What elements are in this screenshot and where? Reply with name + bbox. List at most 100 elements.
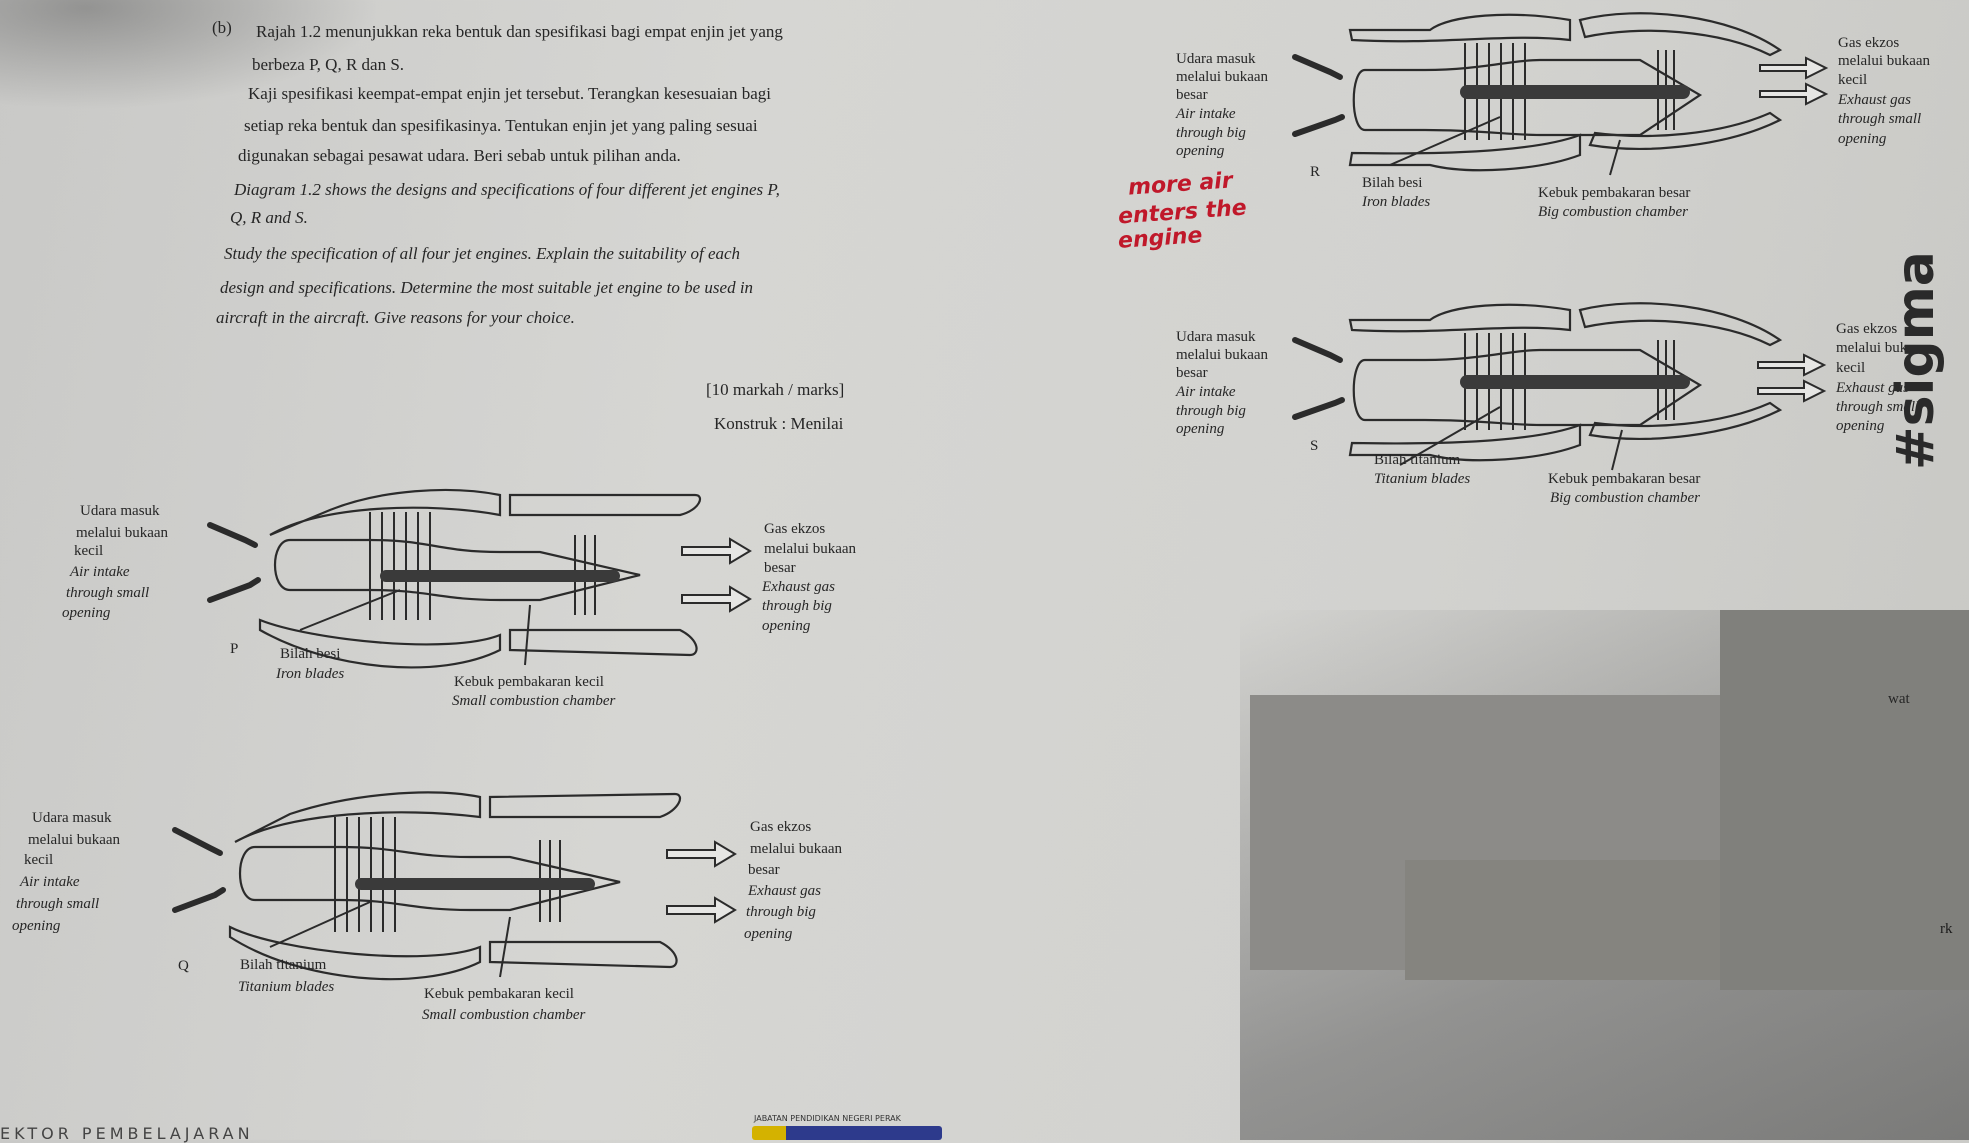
engine-s-intake-6: opening (1176, 421, 1225, 437)
engine-r-exhaust-2: melalui bukaan (1838, 53, 1931, 69)
engine-p-exhaust-5: through big (762, 598, 832, 614)
engine-p-blades-1: Bilah besi (280, 646, 341, 662)
engine-q-exhaust-4: Exhaust gas (748, 883, 821, 899)
covered-area-2 (1405, 860, 1765, 980)
engine-p-letter: P (230, 641, 239, 657)
engine-s-exhaust-4: Exhaust gas (1836, 380, 1909, 396)
engine-q-intake-1: Udara masuk (32, 810, 112, 826)
engine-s-exhaust-1: Gas ekzos (1836, 321, 1898, 337)
engine-q-exhaust-6: opening (744, 926, 793, 942)
engine-q-exhaust-1: Gas ekzos (750, 819, 812, 835)
engine-r-intake-3: besar (1176, 87, 1208, 103)
question-english-line-5: aircraft in the aircraft. Give reasons f… (216, 308, 575, 327)
engine-r-blades-1: Bilah besi (1362, 175, 1423, 191)
engine-p-intake-5: through small (66, 585, 150, 601)
engine-r-intake-1: Udara masuk (1176, 51, 1256, 67)
engine-r-exhaust-6: opening (1838, 131, 1887, 147)
engine-q-chamber-1: Kebuk pembakaran kecil (424, 986, 574, 1002)
engine-r-blades-2: Iron blades (1362, 194, 1431, 210)
engine-q-blades-1: Bilah titanium (240, 957, 327, 973)
engine-q-exhaust-3: besar (748, 862, 780, 878)
engine-q-intake-2: melalui bukaan (28, 832, 121, 848)
question-part-label: (b) (212, 18, 232, 37)
engine-r-exhaust-5: through small (1838, 111, 1922, 127)
question-malay-line-1: Rajah 1.2 menunjukkan reka bentuk dan sp… (256, 22, 783, 41)
engine-s-chamber-1: Kebuk pembakaran besar (1548, 471, 1701, 487)
engine-s-blades-1: Bilah titanium (1374, 452, 1461, 468)
engine-p-exhaust-arrows (681, 537, 752, 613)
engine-r-chamber-2: Big combustion chamber (1538, 204, 1688, 220)
engine-s-exhaust-arrows (1757, 353, 1827, 403)
engine-q-exhaust-arrows (666, 840, 737, 924)
engine-s-exhaust-2: melalui bukaan (1836, 340, 1929, 356)
engine-p-chamber-1: Kebuk pembakaran kecil (454, 674, 604, 690)
engine-r-intake-5: through big (1176, 125, 1246, 141)
question-english-line-3: Study the specification of all four jet … (224, 244, 741, 263)
engine-p-exhaust-3: besar (764, 560, 796, 576)
engine-r-chamber-1: Kebuk pembakaran besar (1538, 185, 1691, 201)
engine-q-chamber-2: Small combustion chamber (422, 1007, 586, 1023)
engine-s-intake-4: Air intake (1176, 384, 1236, 400)
engine-r-intake-4: Air intake (1176, 106, 1236, 122)
engine-s-intake-2: melalui bukaan (1176, 347, 1269, 363)
engine-p-exhaust-4: Exhaust gas (762, 579, 835, 595)
engine-p-exhaust-1: Gas ekzos (764, 521, 826, 537)
engine-q-blades-2: Titanium blades (238, 979, 335, 995)
engine-q-intake-6: opening (12, 918, 61, 934)
question-malay-line-3: Kaji spesifikasi keempat-empat enjin jet… (248, 84, 771, 103)
engine-q-intake-5: through small (16, 896, 100, 912)
question-malay-line-4: setiap reka bentuk dan spesifikasinya. T… (244, 116, 758, 135)
engine-r-letter: R (1310, 164, 1321, 180)
engine-q-exhaust-5: through big (746, 904, 816, 920)
engine-s-chamber-2: Big combustion chamber (1550, 490, 1700, 506)
engine-p-intake-2: melalui bukaan (76, 525, 169, 541)
footer-left-text: EKTOR PEMBELAJARAN (0, 1124, 254, 1143)
question-malay-line-2: berbeza P, Q, R dan S. (252, 55, 405, 74)
engine-s-exhaust-6: opening (1836, 418, 1885, 434)
engine-r-drawing (1348, 12, 1783, 176)
question-english-line-4: design and specifications. Determine the… (220, 278, 754, 297)
engine-p-blades-2: Iron blades (276, 666, 345, 682)
right-edge-fragment-bottom: rk (1940, 921, 1953, 937)
engine-r-intake-6: opening (1176, 143, 1225, 159)
engine-s-exhaust-5: through small (1836, 399, 1920, 415)
engine-p-intake-6: opening (62, 605, 111, 621)
question-english-line-2: Q, R and S. (230, 208, 308, 227)
engine-p-intake-3: kecil (74, 543, 104, 559)
engine-p-intake-4: Air intake (70, 564, 130, 580)
engine-q-intake-arrows (172, 827, 226, 913)
engine-s-intake-arrows (1292, 337, 1345, 420)
engine-q-drawing (228, 791, 682, 981)
engine-s-intake-3: besar (1176, 365, 1208, 381)
engine-r-exhaust-3: kecil (1838, 72, 1868, 88)
footer-center-small-text: JABATAN PENDIDIKAN NEGERI PERAK (754, 1114, 901, 1123)
engine-r-intake-arrows (1292, 54, 1345, 137)
engine-r-exhaust-arrows (1759, 56, 1829, 106)
engine-s-blades-2: Titanium blades (1374, 471, 1471, 487)
engine-p-exhaust-6: opening (762, 618, 811, 634)
footer-logo (752, 1126, 942, 1140)
engine-s-drawing (1348, 302, 1783, 471)
covered-area-3 (1720, 610, 1969, 990)
handwritten-note-line-1: more air (1127, 168, 1234, 201)
engine-r-intake-2: melalui bukaan (1176, 69, 1269, 85)
construct-label: Konstruk : Menilai (714, 414, 844, 433)
marks-label: [10 markah / marks] (706, 380, 845, 399)
engine-s-intake-5: through big (1176, 403, 1246, 419)
engine-q-intake-4: Air intake (20, 874, 80, 890)
engine-p-exhaust-2: melalui bukaan (764, 541, 857, 557)
engine-p-intake-arrows (207, 522, 261, 603)
engine-p-intake-1: Udara masuk (80, 503, 160, 519)
top-left-shadow (0, 0, 380, 110)
question-english-line-1: Diagram 1.2 shows the designs and specif… (234, 180, 780, 199)
question-malay-line-5: digunakan sebagai pesawat udara. Beri se… (238, 146, 681, 165)
handwritten-note-line-3: engine (1117, 223, 1204, 254)
engine-r-exhaust-4: Exhaust gas (1838, 92, 1911, 108)
engine-p-chamber-2: Small combustion chamber (452, 693, 616, 709)
engine-s-exhaust-3: kecil (1836, 360, 1866, 376)
engine-s-intake-1: Udara masuk (1176, 329, 1256, 345)
right-edge-fragment-top: wat (1888, 691, 1910, 707)
engine-q-letter: Q (178, 958, 189, 974)
sigma-watermark: #sigma (1886, 251, 1946, 470)
engine-r-exhaust-1: Gas ekzos (1838, 35, 1900, 51)
